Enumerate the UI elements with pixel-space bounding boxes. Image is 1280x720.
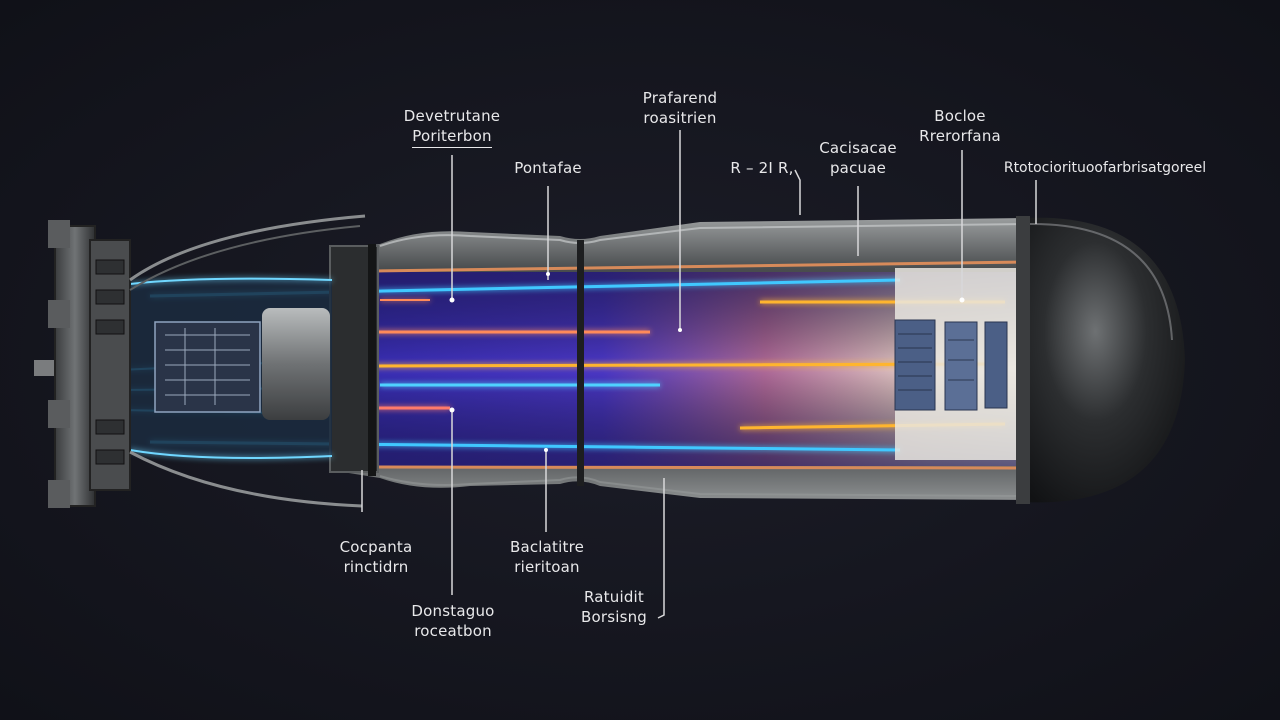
label-bottom-left-line2: rinctidrn xyxy=(343,558,409,576)
label-bottom-left-lower: Donstaguo roceatbon xyxy=(398,601,508,641)
electronics-module xyxy=(894,268,1023,460)
cables xyxy=(129,214,366,508)
label-bottom-center-line1: Baclatitre xyxy=(509,538,585,556)
label-bottom-left-line1: Cocpanta xyxy=(339,538,413,556)
label-top-mid-right-text: R – 2I R, xyxy=(730,159,794,177)
label-top-center-line1: Prafarend xyxy=(642,89,718,107)
label-bottom-center: Baclatitre rieritoan xyxy=(492,537,602,577)
label-top-right-center: Cacisacae pacuae xyxy=(808,138,908,178)
label-far-right-text: Rtotociorituoofarbrisatgoreel xyxy=(1003,160,1207,176)
rear-section xyxy=(129,277,333,459)
label-top-right: Bocloe Rrerorfana xyxy=(906,106,1014,146)
label-bottom-left-lower-line2: roceatbon xyxy=(414,622,492,640)
label-top-right-center-line1: Cacisacae xyxy=(819,139,897,157)
label-far-right: Rtotociorituoofarbrisatgoreel xyxy=(982,158,1228,178)
leader-dots xyxy=(449,272,965,452)
nose-dome xyxy=(1016,216,1185,504)
label-bottom-center-lower: Ratuidit Borsisng xyxy=(566,587,662,627)
label-top-mid-right: R – 2I R, xyxy=(722,158,802,178)
leader-top-mid-right xyxy=(794,169,801,215)
label-bottom-left-lower-line1: Donstaguo xyxy=(411,602,495,620)
label-bottom-center-lower-line2: Borsisng xyxy=(580,608,648,626)
label-top-right-center-line2: pacuae xyxy=(829,159,887,177)
label-top-right-line1: Bocloe xyxy=(934,107,986,125)
label-top-left: Devetrutane Poriterbon xyxy=(392,106,512,148)
label-top-right-line2: Rrerorfana xyxy=(919,127,1001,145)
label-bottom-center-lower-line1: Ratuidit xyxy=(583,588,644,606)
label-top-left-line1: Devetrutane xyxy=(403,107,501,125)
mounting-flange xyxy=(34,220,131,508)
label-top-center-left: Pontafae xyxy=(500,158,596,178)
label-bottom-center-line2: rieritoan xyxy=(514,558,580,576)
leader-bottom-center-lower xyxy=(657,478,665,619)
label-top-center-left-text: Pontafae xyxy=(514,159,582,177)
leader-lines xyxy=(361,130,1037,619)
label-bottom-left: Cocpanta rinctidrn xyxy=(326,537,426,577)
label-top-center: Prafarend roasitrien xyxy=(620,88,740,128)
label-top-center-line2: roasitrien xyxy=(643,109,717,127)
label-top-left-line2: Poriterbon xyxy=(412,126,492,148)
